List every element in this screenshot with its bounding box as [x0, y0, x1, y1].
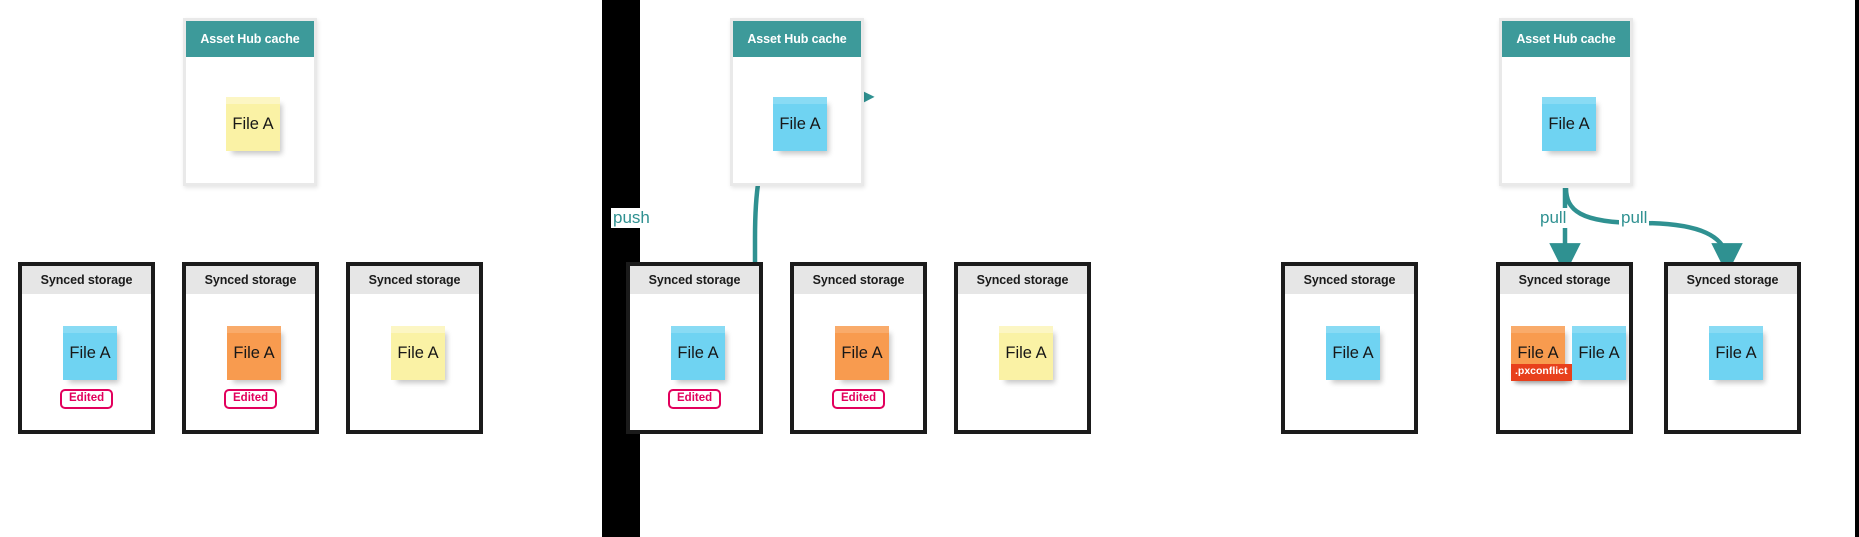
file-note[interactable]: File A: [1326, 326, 1380, 380]
synced-storage-body: File A Edited: [794, 294, 923, 430]
file-note-label: File A: [677, 343, 719, 362]
synced-storage-box[interactable]: Synced storage File A Edited: [182, 262, 319, 434]
file-note[interactable]: File A: [1709, 326, 1763, 380]
status-badge-edited: Edited: [60, 389, 114, 410]
status-badge-pxconflict: .pxconflict: [1511, 364, 1572, 381]
synced-storage-box[interactable]: Synced storage File A: [346, 262, 483, 434]
asset-hub-cache-box[interactable]: Asset Hub cache File A: [730, 18, 864, 186]
synced-storage-title: Synced storage: [958, 266, 1087, 294]
synced-storage-box[interactable]: Synced storage File A Edited: [790, 262, 927, 434]
synced-storage-body: File A .pxconflict File A: [1500, 294, 1629, 430]
synced-storage-title: Synced storage: [1285, 266, 1414, 294]
file-note[interactable]: File A: [391, 326, 445, 380]
synced-storage-body: File A: [1285, 294, 1414, 430]
file-note-label: File A: [1715, 343, 1757, 362]
status-badge-edited: Edited: [832, 389, 886, 410]
asset-hub-cache-title: Asset Hub cache: [733, 21, 861, 57]
status-badge-edited: Edited: [668, 389, 722, 410]
panel-divider-right-edge: [1855, 0, 1859, 537]
file-note[interactable]: File A: [773, 97, 827, 151]
synced-storage-body: File A: [1668, 294, 1797, 430]
arrow-label-push: push: [611, 208, 652, 228]
file-note-label: File A: [841, 343, 883, 362]
synced-storage-title: Synced storage: [186, 266, 315, 294]
file-note-label: File A: [779, 114, 821, 133]
file-note[interactable]: File A: [835, 326, 889, 380]
asset-hub-cache-body: File A: [733, 57, 861, 183]
file-note-label: File A: [69, 343, 111, 362]
synced-storage-box[interactable]: Synced storage File A: [1664, 262, 1801, 434]
status-badge-edited: Edited: [224, 389, 278, 410]
file-note[interactable]: File A: [1542, 97, 1596, 151]
file-note-label: File A: [1332, 343, 1374, 362]
file-note-label: File A: [397, 343, 439, 362]
asset-hub-cache-title: Asset Hub cache: [1502, 21, 1630, 57]
synced-storage-box[interactable]: Synced storage File A Edited: [18, 262, 155, 434]
asset-hub-cache-body: File A: [1502, 57, 1630, 183]
arrow-label-pull-center: pull: [1538, 208, 1569, 228]
file-note-label: File A: [1578, 343, 1620, 362]
file-note[interactable]: File A: [226, 97, 280, 151]
synced-storage-box[interactable]: Synced storage File A Edited: [626, 262, 763, 434]
file-note[interactable]: File A: [1572, 326, 1626, 380]
file-note[interactable]: File A: [63, 326, 117, 380]
synced-storage-title: Synced storage: [794, 266, 923, 294]
asset-hub-cache-box[interactable]: Asset Hub cache File A: [183, 18, 317, 186]
asset-hub-cache-title: Asset Hub cache: [186, 21, 314, 57]
synced-storage-title: Synced storage: [630, 266, 759, 294]
panel-stage-1: Asset Hub cache File A Synced storage Fi…: [0, 0, 600, 537]
synced-storage-title: Synced storage: [1668, 266, 1797, 294]
file-note-label: File A: [233, 343, 275, 362]
file-note-label: File A: [232, 114, 274, 133]
file-note[interactable]: File A: [671, 326, 725, 380]
synced-storage-body: File A Edited: [186, 294, 315, 430]
file-note-label: File A: [1517, 343, 1559, 362]
synced-storage-body: File A Edited: [22, 294, 151, 430]
file-note[interactable]: File A: [999, 326, 1053, 380]
panel-stage-2: Asset Hub cache File A Synced storage Fi…: [626, 0, 1240, 537]
synced-storage-title: Synced storage: [22, 266, 151, 294]
synced-storage-body: File A: [350, 294, 479, 430]
asset-hub-cache-box[interactable]: Asset Hub cache File A: [1499, 18, 1633, 186]
synced-storage-title: Synced storage: [1500, 266, 1629, 294]
asset-hub-cache-body: File A: [186, 57, 314, 183]
arrow-label-pull-right: pull: [1619, 208, 1650, 228]
panel-stage-3: Asset Hub cache File A Synced storage Fi…: [1259, 0, 1859, 537]
synced-storage-body: File A Edited: [630, 294, 759, 430]
synced-storage-box[interactable]: Synced storage File A .pxconflict File A: [1496, 262, 1633, 434]
synced-storage-box[interactable]: Synced storage File A: [1281, 262, 1418, 434]
synced-storage-body: File A: [958, 294, 1087, 430]
file-note-label: File A: [1005, 343, 1047, 362]
synced-storage-box[interactable]: Synced storage File A: [954, 262, 1091, 434]
synced-storage-title: Synced storage: [350, 266, 479, 294]
file-note[interactable]: File A: [227, 326, 281, 380]
file-note-label: File A: [1548, 114, 1590, 133]
